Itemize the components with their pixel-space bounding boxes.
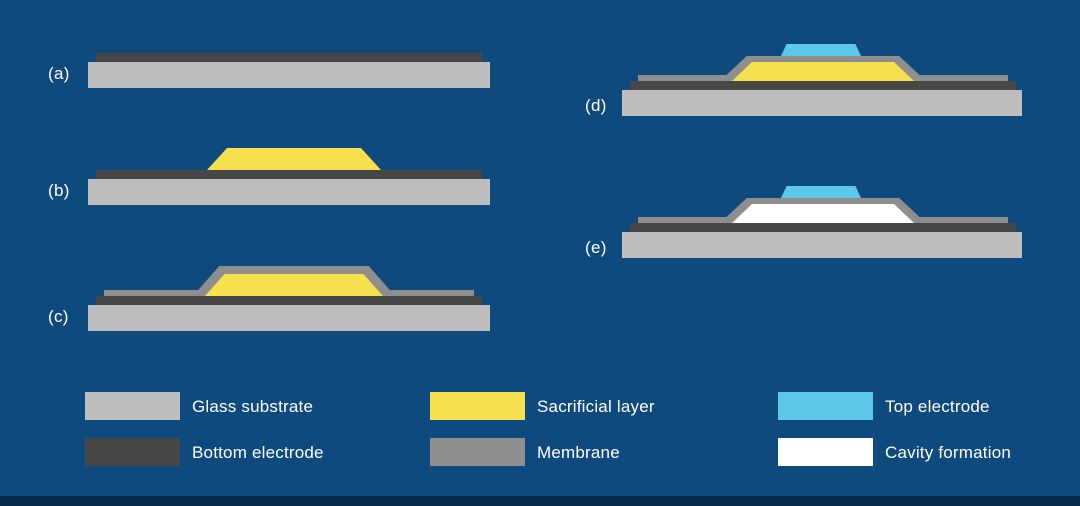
- panel-a-bottom-electrode-layer: [96, 53, 482, 62]
- panel-c-bottom-electrode-layer: [96, 296, 482, 305]
- legend-swatch-cavity-formation: [778, 438, 873, 466]
- legend-label-glass-substrate: Glass substrate: [192, 397, 314, 416]
- legend-swatch-bottom-electrode: [85, 438, 180, 466]
- panel-c-sacrificial-layer: [205, 274, 383, 296]
- panel-e-bottom-electrode-layer: [630, 223, 1016, 232]
- panel-b-glass-substrate-layer: [88, 179, 490, 205]
- legend-label-membrane: Membrane: [537, 443, 620, 462]
- panel-c-glass-substrate-layer: [88, 305, 490, 331]
- panel-e-top-electrode-layer: [781, 186, 861, 198]
- panel-e-glass-substrate-layer: [622, 232, 1022, 258]
- panel-c-label: (c): [48, 307, 69, 326]
- panel-d-sacrificial-layer: [732, 62, 914, 81]
- legend-label-bottom-electrode: Bottom electrode: [192, 443, 324, 462]
- panel-a-glass-substrate-layer: [88, 62, 490, 88]
- legend-swatch-glass-substrate: [85, 392, 180, 420]
- panel-e-cavity-region: [732, 204, 914, 223]
- panel-b-label: (b): [48, 181, 70, 200]
- panel-a-label: (a): [48, 64, 70, 83]
- legend-swatch-top-electrode: [778, 392, 873, 420]
- panel-d-top-electrode-layer: [781, 44, 861, 56]
- legend-label-sacrificial-layer: Sacrificial layer: [537, 397, 655, 416]
- panel-d-glass-substrate-layer: [622, 90, 1022, 116]
- panel-b-sacrificial-layer: [207, 148, 381, 170]
- legend-swatch-sacrificial-layer: [430, 392, 525, 420]
- panel-b-bottom-electrode-layer: [96, 170, 482, 179]
- panel-d-label: (d): [585, 96, 607, 115]
- footer-accent-bar: [0, 496, 1080, 506]
- legend-label-top-electrode: Top electrode: [885, 397, 990, 416]
- legend-swatch-membrane: [430, 438, 525, 466]
- panel-d-bottom-electrode-layer: [630, 81, 1016, 90]
- panel-e-label: (e): [585, 238, 607, 257]
- legend-label-cavity-formation: Cavity formation: [885, 443, 1012, 462]
